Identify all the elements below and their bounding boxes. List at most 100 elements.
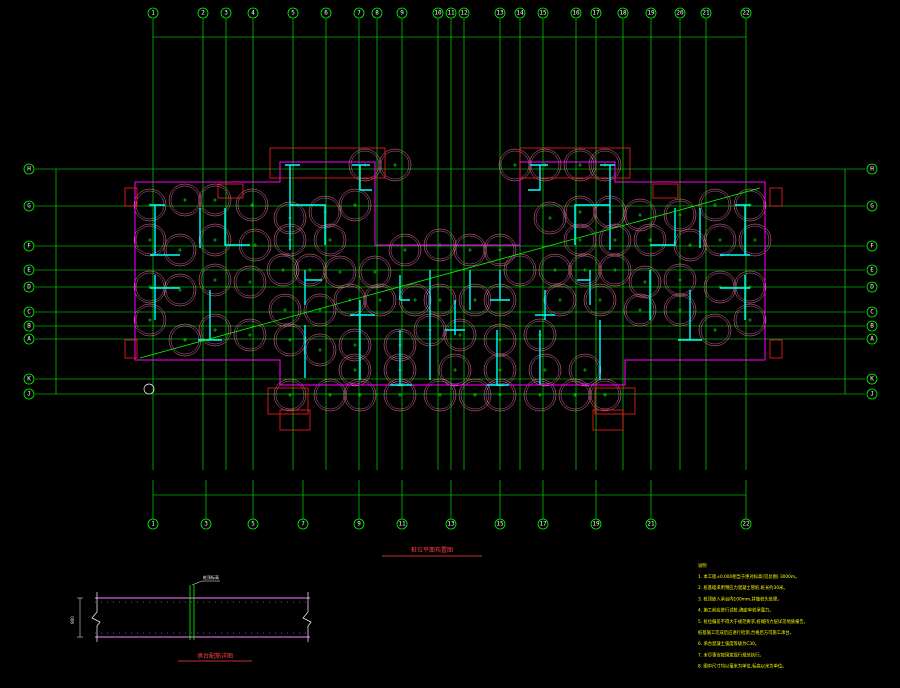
pile-circle-inner: [665, 200, 695, 230]
axis-label-left: K: [27, 376, 31, 383]
pile-circle: [588, 148, 622, 182]
pile-center-mark: [213, 238, 217, 242]
axis-bubble-top: [287, 7, 299, 19]
pile-circle-inner: [315, 225, 345, 255]
pile-center-mark: [498, 338, 502, 342]
axis-label-top: 8: [375, 10, 379, 17]
pile-center-mark: [353, 343, 357, 347]
pile-circle: [598, 223, 632, 257]
pile-circle: [313, 223, 347, 257]
axis-bubble-right: [866, 306, 878, 318]
pile-circle: [733, 270, 767, 304]
pile-center-mark: [453, 368, 457, 372]
axis-bubble-left: [23, 264, 35, 276]
axis-bubble-bottom: [396, 518, 408, 530]
axis-bubble-left: [23, 281, 35, 293]
pile-center-mark: [328, 238, 332, 242]
pile-center-mark: [578, 163, 582, 167]
pile-circle-inner: [625, 295, 655, 325]
pile-circle-inner: [325, 257, 355, 287]
pile-circle: [733, 303, 767, 337]
axis-bubble-top: [197, 7, 209, 19]
pile-center-mark: [373, 270, 377, 274]
pile-center-mark: [393, 163, 397, 167]
axis-label-top: 18: [619, 10, 627, 17]
pile-circle: [273, 323, 307, 357]
pile-circle-inner: [485, 355, 515, 385]
axis-bubble-top: [740, 7, 752, 19]
pile-circle-inner: [570, 355, 600, 385]
pile-circle-inner: [390, 235, 420, 265]
pile-circle-inner: [425, 285, 455, 315]
pile-center-mark: [713, 328, 717, 332]
pile-circle-inner: [625, 200, 655, 230]
axis-label-top: 20: [676, 10, 684, 17]
pile-circle-inner: [545, 285, 575, 315]
pile-circle-inner: [635, 225, 665, 255]
pile-circle: [198, 223, 232, 257]
pile-circle-inner: [275, 325, 305, 355]
note-line: 5. 桩位偏差不得大于规范要求,桩端持力层详见地质报告。: [698, 618, 808, 625]
pile-circle: [323, 255, 357, 289]
pile-center-mark: [538, 393, 542, 397]
origin-marker: [143, 383, 155, 395]
axis-bubble-left: [23, 240, 35, 252]
pile-circle-inner: [740, 225, 770, 255]
note-line: 7. 未尽事宜按国家现行规范执行。: [698, 651, 764, 658]
pile-circle: [266, 253, 300, 287]
pile-circle-inner: [590, 150, 620, 180]
pile-circle-inner: [200, 315, 230, 345]
axis-bubble-bottom: [537, 518, 549, 530]
pile-circle-inner: [485, 380, 515, 410]
pile-center-mark: [403, 248, 407, 252]
axis-label-bottom: 21: [647, 521, 655, 528]
axis-bubble-left: [23, 388, 35, 400]
pile-circle: [533, 201, 567, 235]
pile-circle-inner: [535, 203, 565, 233]
pile-circle: [483, 353, 517, 387]
axis-bubble-top: [147, 7, 159, 19]
pile-circle: [628, 265, 662, 299]
pile-circle: [378, 148, 412, 182]
axis-bubble-bottom: [147, 518, 159, 530]
axis-bubble-top: [458, 7, 470, 19]
axis-bubble-bottom: [200, 518, 212, 530]
pile-circle-inner: [665, 295, 695, 325]
axis-label-bottom: 19: [592, 521, 600, 528]
axis-label-bottom: 11: [398, 521, 406, 528]
axis-bubble-top: [617, 7, 629, 19]
axis-label-top: 12: [460, 10, 468, 17]
axis-label-top: 22: [742, 10, 750, 17]
axis-label-top: 15: [539, 10, 547, 17]
pile-circle: [235, 188, 269, 222]
pile-circle-inner: [565, 225, 595, 255]
pile-circle: [163, 273, 197, 307]
pile-circle: [273, 378, 307, 412]
pile-circle-inner: [200, 225, 230, 255]
pile-circle: [233, 265, 267, 299]
axis-label-left: C: [27, 309, 31, 316]
pile-circle: [483, 233, 517, 267]
axis-bubble-right: [866, 240, 878, 252]
axis-bubble-left: [23, 306, 35, 318]
diagonal-reference-line: [139, 187, 761, 359]
axis-label-left: J: [27, 391, 31, 398]
pile-center-mark: [678, 213, 682, 217]
axis-bubble-bottom: [445, 518, 457, 530]
pile-center-mark: [678, 308, 682, 312]
axis-label-top: 21: [702, 10, 710, 17]
axis-bubble-left: [23, 320, 35, 332]
pile-circle: [663, 198, 697, 232]
axis-label-top: 16: [572, 10, 580, 17]
pile-circle-inner: [700, 190, 730, 220]
note-line: 2. 桩基础采用预应力混凝土管桩,桩长约30米。: [698, 584, 788, 591]
pile-circle-inner: [380, 150, 410, 180]
pile-circle-inner: [165, 235, 195, 265]
pile-circle-inner: [237, 190, 267, 220]
axis-bubble-right: [866, 200, 878, 212]
axis-bubble-left: [23, 200, 35, 212]
axis-label-right: F: [870, 243, 874, 250]
pile-circle: [233, 318, 267, 352]
axis-bubble-top: [220, 7, 232, 19]
pile-circle: [633, 223, 667, 257]
